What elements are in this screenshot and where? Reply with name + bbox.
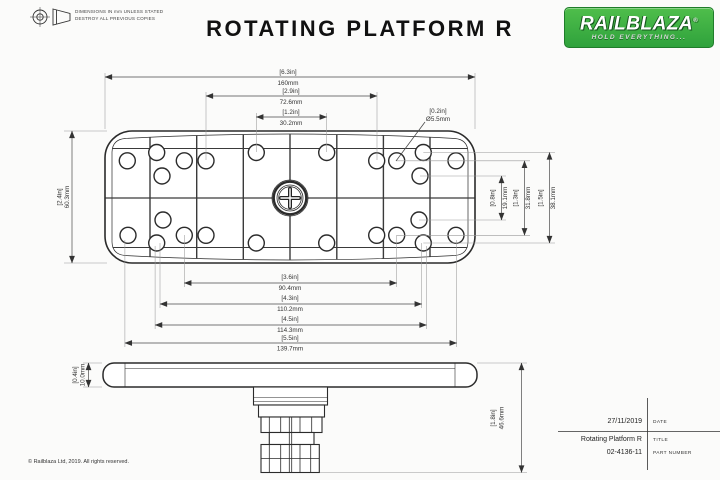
dim-label: [2.9in] [282, 88, 299, 95]
dim-label: [1.2in] [282, 109, 299, 116]
title-block-part-number-label: PART NUMBER [653, 451, 692, 456]
dim-label: [6.3in] [279, 69, 296, 76]
mount-stem [252, 386, 329, 474]
hole-callout-mm: Ø5.5mm [426, 116, 450, 123]
title-block-rules [558, 398, 720, 470]
title-block-date-value: 27/11/2019 [607, 418, 642, 425]
dim-label: [1.5in] [538, 189, 545, 206]
title-block-date-label: DATE [653, 420, 668, 425]
page-title: ROTATING PLATFORM R [206, 16, 514, 41]
dim-label: 19.1mm [502, 187, 509, 210]
railblaza-logo: RAILBLAZA® HOLD EVERYTHING... [564, 7, 714, 48]
dim-label: [0.4in] [72, 366, 79, 383]
drawing-note-1: DIMENSIONS IN mm UNLESS STATED [75, 9, 164, 14]
projection-symbol-icon [30, 7, 71, 27]
dim-label: 110.2mm [277, 306, 303, 313]
plan-view [104, 130, 476, 264]
dim-label: [1.3in] [513, 189, 520, 206]
dimension-labels: [6.3in] 160mm [2.9in] 72.6mm [1.2in] 30.… [57, 69, 558, 429]
dim-label: 30.2mm [280, 120, 303, 127]
title-block-part-number-value: 02-4136-11 [606, 449, 642, 456]
dim-label: 38.1mm [550, 187, 557, 210]
dim-label: 139.7mm [277, 346, 303, 353]
dim-label: 90.4mm [279, 285, 302, 292]
copyright-text: © Railblaza Ltd, 2019. All rights reserv… [28, 459, 129, 465]
side-view [102, 362, 478, 474]
dim-label: [2.4in] [57, 188, 64, 205]
drawing-note-2: DESTROY ALL PREVIOUS COPIES [75, 15, 156, 21]
dimension-lines [69, 74, 553, 473]
dim-label: [3.6in] [281, 274, 298, 281]
registered-mark: ® [693, 18, 699, 24]
title-block-title-value: Rotating Platform R [580, 436, 642, 443]
center-boss-screw [271, 179, 309, 217]
logo-brand-text: RAILBLAZA® [579, 13, 699, 35]
hole-callout-in: [0.2in] [429, 108, 446, 115]
dim-label: [4.3in] [281, 295, 298, 302]
dim-label: 114.3mm [277, 327, 303, 334]
dim-label: [1.8in] [490, 409, 497, 426]
dim-label: 46.6mm [499, 407, 506, 430]
dim-label: [4.5in] [281, 316, 298, 323]
logo-tagline: HOLD EVERYTHING... [591, 34, 687, 42]
dim-label: 31.8mm [525, 187, 532, 210]
dim-label: 72.6mm [280, 99, 303, 106]
title-block-title-label: TITLE [653, 438, 669, 443]
dim-label: [0.8in] [490, 189, 497, 206]
dim-label: [5.5in] [281, 335, 298, 342]
dim-label: 60.3mm [64, 186, 71, 209]
dim-label: 10.0mm [80, 364, 87, 387]
dim-label: 160mm [278, 80, 299, 87]
